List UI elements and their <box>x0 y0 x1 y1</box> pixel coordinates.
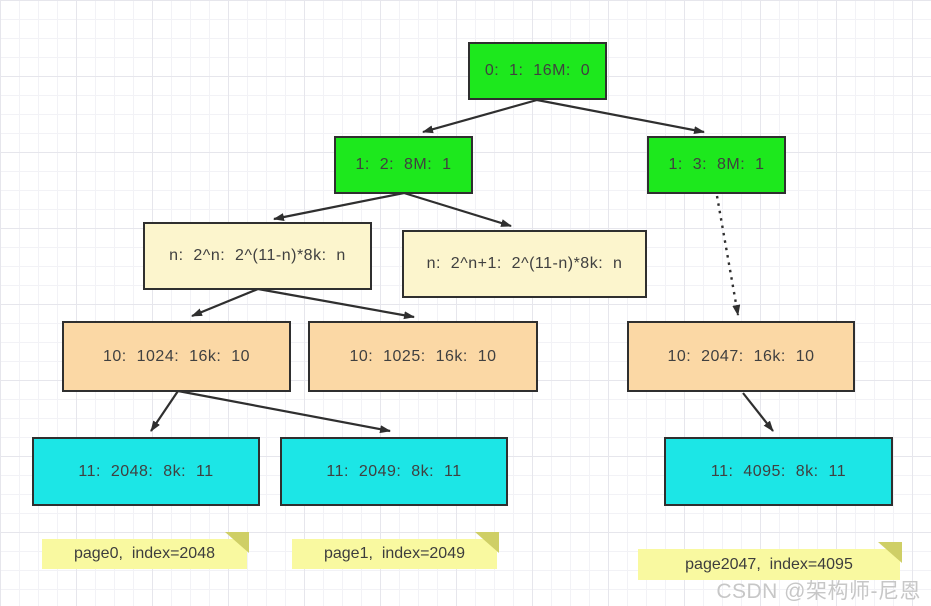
node-formula-left-label: n: 2^n: 2^(11-n)*8k: n <box>169 247 346 264</box>
edge-root-to-l1-right <box>536 98 705 135</box>
note-page2047-label: page2047, index=4095 <box>685 555 853 573</box>
edge-formulaleft-to-1024 <box>191 287 259 318</box>
node-depth10-2047-label: 10: 2047: 16k: 10 <box>667 347 815 365</box>
node-formula-right-label: n: 2^n+1: 2^(11-n)*8k: n <box>426 255 623 272</box>
edge-l1left-to-formula-right <box>403 191 512 228</box>
node-depth10-1025-label: 10: 1025: 16k: 10 <box>349 347 497 365</box>
note-page0-label: page0, index=2048 <box>73 545 215 562</box>
node-depth1-left-label: 1: 2: 8M: 1 <box>355 156 452 173</box>
node-depth11-2048-label: 11: 2048: 8k: 11 <box>78 462 214 480</box>
note-page0: page0, index=2048 <box>42 532 249 569</box>
csdn-watermark: CSDN @架构师-尼恩 <box>716 580 921 603</box>
node-depth11-2048: 11: 2048: 8k: 11 <box>32 437 260 506</box>
edge-l1right-to-2047 <box>715 195 741 316</box>
edge-1024-to-2048 <box>150 390 179 432</box>
node-depth10-1024: 10: 1024: 16k: 10 <box>62 321 291 392</box>
node-depth11-2049-label: 11: 2049: 8k: 11 <box>326 462 462 480</box>
node-depth1-right: 1: 3: 8M: 1 <box>647 136 786 194</box>
edge-2047-to-4095 <box>742 392 774 432</box>
node-root-label: 0: 1: 16M: 0 <box>484 62 591 79</box>
node-depth10-1024-label: 10: 1024: 16k: 10 <box>103 347 250 365</box>
edge-formulaleft-to-1025 <box>257 287 415 320</box>
node-depth10-2047: 10: 2047: 16k: 10 <box>627 321 855 392</box>
note-page1: page1, index=2049 <box>292 532 499 569</box>
edge-l1left-to-formula-left <box>273 191 405 221</box>
note-page2047: page2047, index=4095 <box>638 542 902 580</box>
node-depth11-4095-label: 11: 4095: 8k: 11 <box>710 462 847 480</box>
note-page1-label: page1, index=2049 <box>323 545 465 562</box>
node-depth11-4095: 11: 4095: 8k: 11 <box>664 437 893 506</box>
node-root: 0: 1: 16M: 0 <box>468 42 607 100</box>
node-formula-right: n: 2^n+1: 2^(11-n)*8k: n <box>402 230 647 298</box>
node-depth1-left: 1: 2: 8M: 1 <box>334 136 473 194</box>
node-depth10-1025: 10: 1025: 16k: 10 <box>308 321 538 392</box>
node-depth11-2049: 11: 2049: 8k: 11 <box>280 437 508 506</box>
edge-1024-to-2049 <box>177 389 391 434</box>
node-depth1-right-label: 1: 3: 8M: 1 <box>668 156 765 173</box>
edge-root-to-l1-left <box>422 98 538 134</box>
node-formula-left: n: 2^n: 2^(11-n)*8k: n <box>143 222 372 290</box>
